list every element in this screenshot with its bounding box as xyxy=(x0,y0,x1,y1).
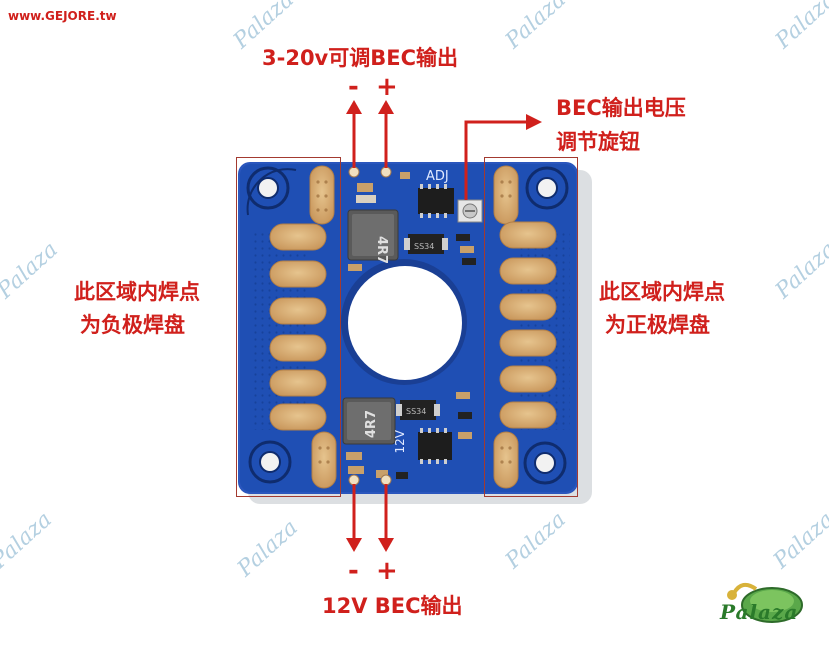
mounting-hole-top-left xyxy=(246,166,297,216)
adj-silkscreen: ADJ xyxy=(426,169,449,184)
positive-pads xyxy=(493,165,557,489)
right-area-label-line2: 为正极焊盘 xyxy=(605,313,710,337)
mounting-hole-top-right xyxy=(525,166,569,210)
negative-pads xyxy=(269,165,337,489)
top-output-label: 3-20v可调BEC输出 xyxy=(262,46,459,70)
arrow-top-minus xyxy=(346,100,362,168)
arrow-bottom-minus xyxy=(346,484,362,552)
knob-label-line2: 调节旋钮 xyxy=(556,130,640,154)
negative-area-box xyxy=(236,157,341,497)
palaza-logo-text: Palaza xyxy=(720,600,799,624)
mounting-hole-bottom-right xyxy=(523,441,567,485)
left-area-label-line2: 为负极焊盘 xyxy=(80,313,185,337)
arrow-knob xyxy=(464,114,542,200)
center-hole xyxy=(348,266,462,380)
chip-top-mark: SS34 xyxy=(414,242,434,251)
smd-components xyxy=(346,172,476,479)
inductor-bottom xyxy=(342,397,396,445)
mounting-hole-bottom-left xyxy=(248,440,292,484)
top-minus-sign: - xyxy=(348,72,359,102)
palaza-logo-graphic xyxy=(727,582,803,623)
knob-label-line1: BEC输出电压 xyxy=(556,96,686,120)
bottom-output-label: 12V BEC输出 xyxy=(322,594,463,618)
diode-top xyxy=(404,234,448,254)
diode-bottom xyxy=(396,400,440,420)
voltage-12v-mark: 12V xyxy=(393,429,407,453)
bottom-minus-sign: - xyxy=(348,556,359,586)
arrow-top-plus xyxy=(378,100,394,168)
positive-area-box xyxy=(484,157,578,497)
inductor-bottom-mark: 4R7 xyxy=(364,410,379,438)
ic-chip-bottom xyxy=(418,428,452,464)
top-plus-sign: + xyxy=(376,72,398,102)
right-area-label-line1: 此区域内焊点 xyxy=(599,280,725,304)
left-area-label-line1: 此区域内焊点 xyxy=(74,280,200,304)
ic-chip-top xyxy=(418,184,454,218)
site-url: www.GEJORE.tw xyxy=(8,9,117,23)
arrow-bottom-plus xyxy=(378,484,394,552)
inductor-top xyxy=(347,209,399,261)
chip-bottom-mark: SS34 xyxy=(406,407,426,416)
inductor-top-mark: 4R7 xyxy=(374,236,389,264)
potentiometer-knob xyxy=(457,199,483,223)
bottom-plus-sign: + xyxy=(376,556,398,586)
